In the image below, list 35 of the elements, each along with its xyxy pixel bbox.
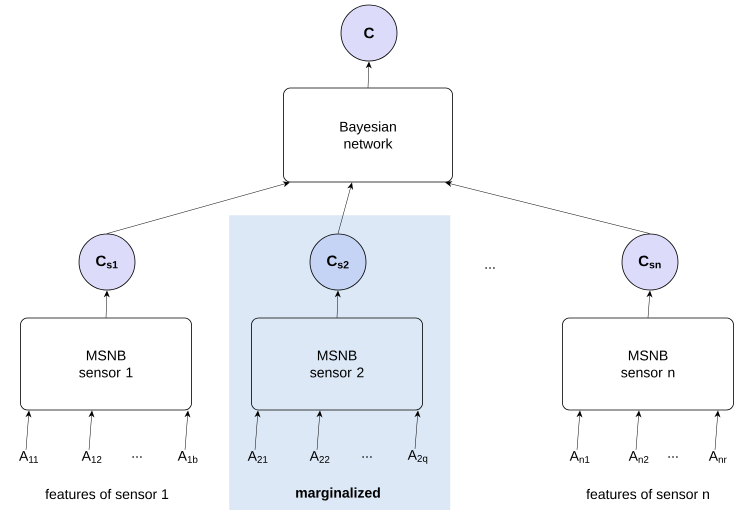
feature-label: A$_{nr}$ xyxy=(708,450,728,464)
network-box: Bayesian network xyxy=(283,88,453,182)
arrow xyxy=(576,410,582,450)
group-caption: features of sensor n xyxy=(586,488,709,500)
arrow xyxy=(714,410,720,450)
ellipsis: ... xyxy=(668,456,678,458)
feature-label: A$_{21}$ xyxy=(246,450,270,464)
ellipsis: ... xyxy=(485,267,495,269)
arrow xyxy=(316,410,322,450)
feature-label: A$_{1b}$ xyxy=(176,450,200,464)
feature-label: A$_{12}$ xyxy=(80,450,104,464)
arrow xyxy=(445,181,650,234)
arrow xyxy=(338,182,353,234)
feature-label: A$_{n1}$ xyxy=(568,450,592,464)
arrow xyxy=(636,410,642,450)
arrow xyxy=(254,410,260,450)
arrow xyxy=(646,290,652,318)
classifier-box: MSNB sensor n xyxy=(562,318,734,410)
feature-label: A$_{n2}$ xyxy=(628,450,650,464)
arrow xyxy=(335,290,340,318)
classifier-box: MSNB sensor 2 xyxy=(251,318,423,410)
arrow xyxy=(414,410,420,450)
ellipsis: ... xyxy=(362,456,372,458)
arrow xyxy=(88,410,94,450)
arrow xyxy=(104,290,110,318)
arrow xyxy=(184,410,190,450)
arrow xyxy=(26,410,32,450)
ellipsis: ... xyxy=(132,456,142,458)
arrow xyxy=(106,181,290,234)
feature-label: A$_{22}$ xyxy=(308,450,332,464)
group-caption: features of sensor 1 xyxy=(45,488,168,500)
feature-label: A$_{2q}$ xyxy=(406,449,430,465)
feature-label: A$_{11}$ xyxy=(18,450,40,464)
arrow xyxy=(366,62,372,88)
classifier-box: MSNB sensor 1 xyxy=(20,318,192,410)
